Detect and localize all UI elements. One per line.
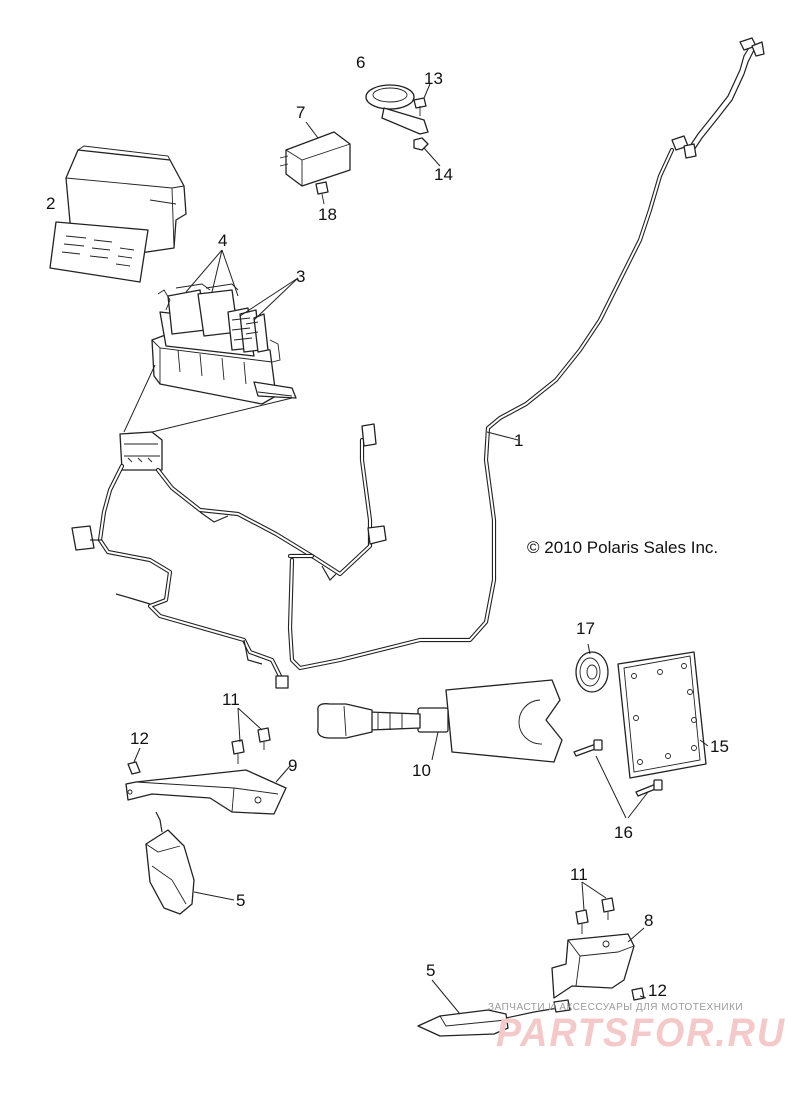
callout-14: 14 [434, 165, 453, 184]
copyright-notice: © 2010 Polaris Sales Inc. [527, 538, 718, 557]
turn-signal-lamp-lower [417, 999, 571, 1037]
callout-labels: 1 2 3 4 5 5 6 7 8 9 10 11 11 12 12 13 14… [46, 53, 729, 1000]
watermark-tagline: ЗАПЧАСТИ И АКСЕССУАРЫ ДЛЯ МОТОТЕХНИКИ [488, 1002, 743, 1013]
callout-8: 8 [644, 911, 653, 930]
horn [365, 84, 429, 135]
bracket-8 [551, 933, 635, 999]
callout-11-lower: 11 [570, 865, 588, 884]
callout-6: 6 [356, 53, 365, 72]
pins [573, 739, 663, 797]
decal-label [49, 221, 149, 283]
bolt-13 [413, 97, 427, 116]
bolts-11-upper [231, 727, 271, 764]
nut-12-upper [127, 761, 141, 775]
callout-15: 15 [710, 737, 729, 756]
turn-signal-lamp-upper [145, 811, 195, 915]
screw-18 [315, 181, 329, 205]
callout-13: 13 [424, 69, 443, 88]
callout-1: 1 [514, 431, 523, 450]
wiring-harness [71, 37, 765, 689]
fuse-block [151, 283, 297, 405]
watermark: ЗАПЧАСТИ И АКСЕССУАРЫ ДЛЯ МОТОТЕХНИКИ PA… [488, 1002, 786, 1055]
bracket-9 [125, 769, 287, 815]
callout-5-lower: 5 [426, 961, 435, 980]
callout-4: 4 [218, 231, 227, 250]
callout-3: 3 [296, 267, 305, 286]
callout-2: 2 [46, 194, 55, 213]
callout-12-upper: 12 [130, 729, 149, 748]
callout-9: 9 [288, 756, 297, 775]
watermark-brand: PARTSFOR.RU [496, 1011, 786, 1055]
grommet [575, 651, 609, 693]
callout-5-upper: 5 [236, 891, 245, 910]
bolts-11-lower [575, 897, 615, 934]
callout-17: 17 [576, 619, 595, 638]
nut-14 [413, 137, 429, 151]
callout-16: 16 [614, 823, 633, 842]
callout-7: 7 [296, 103, 305, 122]
callout-12-lower: 12 [648, 981, 667, 1000]
callout-18: 18 [318, 205, 337, 224]
callout-11-upper: 11 [222, 690, 240, 709]
flasher-module [279, 131, 351, 187]
callout-10: 10 [412, 761, 431, 780]
nut-12-lower [631, 987, 645, 1001]
turn-signal-switch [317, 679, 563, 763]
mounting-plate [617, 651, 707, 779]
